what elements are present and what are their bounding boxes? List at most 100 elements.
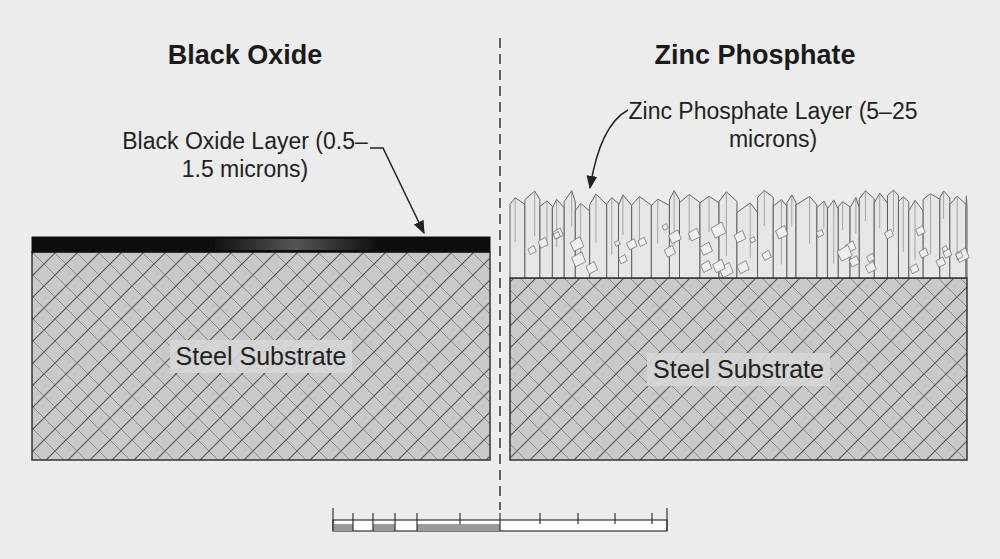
crystal-fragment <box>638 237 647 246</box>
crystal-facet <box>943 191 944 219</box>
crystal-fragment <box>701 260 712 272</box>
crystal-fragment <box>884 229 893 239</box>
crystal-fragment <box>572 252 586 267</box>
crystal <box>510 198 525 278</box>
crystal-facet <box>865 191 866 221</box>
crystal-facet <box>879 193 880 228</box>
crystal-fragment <box>837 245 852 261</box>
crystal-fragment <box>919 248 928 258</box>
crystal <box>796 196 817 278</box>
crystal <box>898 197 908 278</box>
crystal-fragment <box>669 230 682 244</box>
layer-callout: Black Oxide Layer (0.5–1.5 microns) <box>120 127 370 183</box>
crystal-facet <box>515 198 516 242</box>
crystal-facet <box>823 201 824 229</box>
leader-line <box>370 148 424 233</box>
crystal-fragment <box>849 256 860 267</box>
crystal-fragment <box>614 240 620 246</box>
crystal <box>758 190 774 278</box>
crystal-facet <box>726 192 727 256</box>
steel-block <box>510 278 967 460</box>
crystal <box>838 202 850 278</box>
crystal <box>618 195 631 278</box>
crystal <box>950 196 966 278</box>
crystal-fragment <box>528 246 536 255</box>
crystal-fragment <box>916 226 926 236</box>
crystal-fragment <box>688 228 700 241</box>
crystal <box>651 199 669 278</box>
divider-line <box>499 38 501 510</box>
crystal <box>525 191 540 278</box>
crystal-fragment <box>553 232 560 239</box>
crystal-fragment <box>936 257 946 267</box>
crystal-fragment <box>776 226 789 239</box>
crystal-fragment <box>711 222 726 238</box>
crystal-facet <box>930 194 931 255</box>
crystal-facet <box>855 198 856 234</box>
black-oxide-layer <box>32 237 490 252</box>
crystal-facet <box>622 195 623 235</box>
substrate-label: Steel Substrate <box>647 353 830 386</box>
crystal-fragment <box>700 242 712 255</box>
crystal-fragment <box>627 239 638 250</box>
crystal-fragment <box>956 252 963 260</box>
crystal-facet <box>611 198 612 255</box>
crystal-facet <box>556 199 557 247</box>
crystal <box>787 195 796 278</box>
leader-line <box>590 110 628 188</box>
crystal-fragment <box>664 245 675 257</box>
crystal-facet <box>893 190 894 232</box>
substrate-block: Steel Substrate <box>510 278 967 460</box>
crystal-facet <box>842 202 843 230</box>
crystal-fragment <box>865 261 876 273</box>
crystal-facet <box>595 194 596 243</box>
steel-block <box>32 252 490 460</box>
crystal-facet <box>809 196 810 243</box>
column-heading: Zinc Phosphate <box>605 40 905 71</box>
layer-callout: Zinc Phosphate Layer (5–25 microns) <box>628 97 918 153</box>
crystal-fragment <box>570 237 584 252</box>
crystal <box>827 200 838 278</box>
crystal-facet <box>534 191 535 236</box>
crystal-facet <box>657 199 658 243</box>
crystal <box>552 199 564 278</box>
crystal-fragment <box>619 255 628 264</box>
crystal-facet <box>957 196 958 260</box>
crystal-fragment <box>586 261 598 274</box>
crystal-fragment <box>816 229 824 237</box>
crystal <box>632 197 652 278</box>
layer-boundary <box>510 277 967 279</box>
crystal-fragment <box>762 250 771 260</box>
substrate-label: Steel Substrate <box>170 340 353 373</box>
crystal <box>564 191 575 278</box>
crystal-fragment <box>910 264 919 274</box>
layer-sheen <box>215 239 375 250</box>
crystal-facet <box>571 191 572 227</box>
crystal-facet <box>791 195 792 226</box>
substrate-block: Steel Substrate <box>32 252 490 460</box>
crystal-fragment <box>956 248 970 263</box>
crystal-facet <box>833 200 834 264</box>
crystal <box>817 201 828 278</box>
crystal-facet <box>750 203 751 258</box>
crystal-fragment <box>943 249 952 259</box>
crystal-facet <box>639 197 640 242</box>
crystal-fragment <box>553 228 563 239</box>
crystal-fragment <box>750 237 756 243</box>
crystal <box>909 200 923 278</box>
phosphate-crystals <box>510 190 969 278</box>
scale-bar <box>333 508 667 531</box>
crystal <box>607 198 619 278</box>
crystal-facet <box>966 196 967 253</box>
crystal-facet <box>546 201 547 246</box>
crystal-fragment <box>713 259 726 273</box>
crystal-fragment <box>538 237 548 248</box>
column-heading: Black Oxide <box>95 40 395 71</box>
crystal <box>966 196 968 278</box>
crystal-facet <box>764 190 765 226</box>
crystal-fragment <box>662 224 668 231</box>
crystal-facet <box>903 197 904 252</box>
crystal-fragment <box>734 230 746 243</box>
crystal-fragment <box>737 261 749 274</box>
